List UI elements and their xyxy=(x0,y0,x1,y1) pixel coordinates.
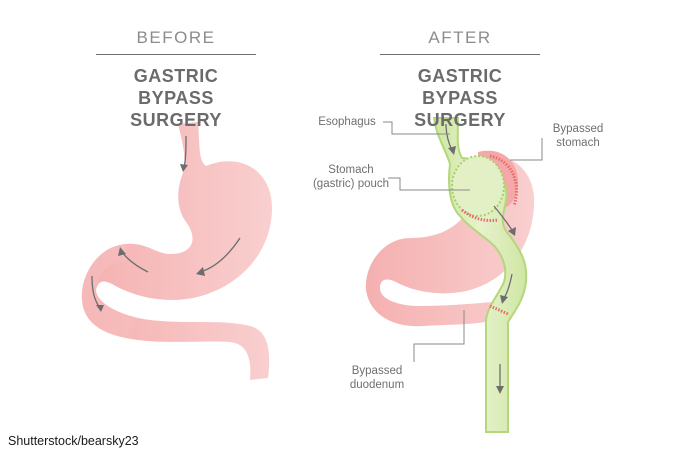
after-kicker: AFTER xyxy=(380,28,540,55)
before-title-line2: SURGERY xyxy=(96,109,256,131)
after-title-line1: GASTRIC BYPASS xyxy=(380,65,540,109)
image-credit: Shutterstock/bearsky23 xyxy=(8,434,139,448)
after-header: AFTER GASTRIC BYPASS SURGERY xyxy=(380,28,540,131)
before-stomach-illustration xyxy=(82,122,272,380)
bypassed-stomach-line1: Bypassed xyxy=(540,122,616,136)
bypassed-duodenum-line1: Bypassed xyxy=(339,364,415,378)
before-title-line1: GASTRIC BYPASS xyxy=(96,65,256,109)
before-kicker: BEFORE xyxy=(96,28,256,55)
esophagus-label: Esophagus xyxy=(308,115,386,129)
before-header: BEFORE GASTRIC BYPASS SURGERY xyxy=(96,28,256,131)
bypassed-duodenum-line2: duodenum xyxy=(339,378,415,392)
pouch-label-line2: (gastric) pouch xyxy=(306,177,396,191)
bypassed-stomach-label: Bypassed stomach xyxy=(540,122,616,150)
bypassed-stomach-line2: stomach xyxy=(540,136,616,150)
pouch-label-line1: Stomach xyxy=(306,163,396,177)
bypassed-duodenum-label: Bypassed duodenum xyxy=(339,364,415,392)
after-title-line2: SURGERY xyxy=(380,109,540,131)
stomach-pouch xyxy=(452,156,504,216)
stomach-pouch-label: Stomach (gastric) pouch xyxy=(306,163,396,191)
